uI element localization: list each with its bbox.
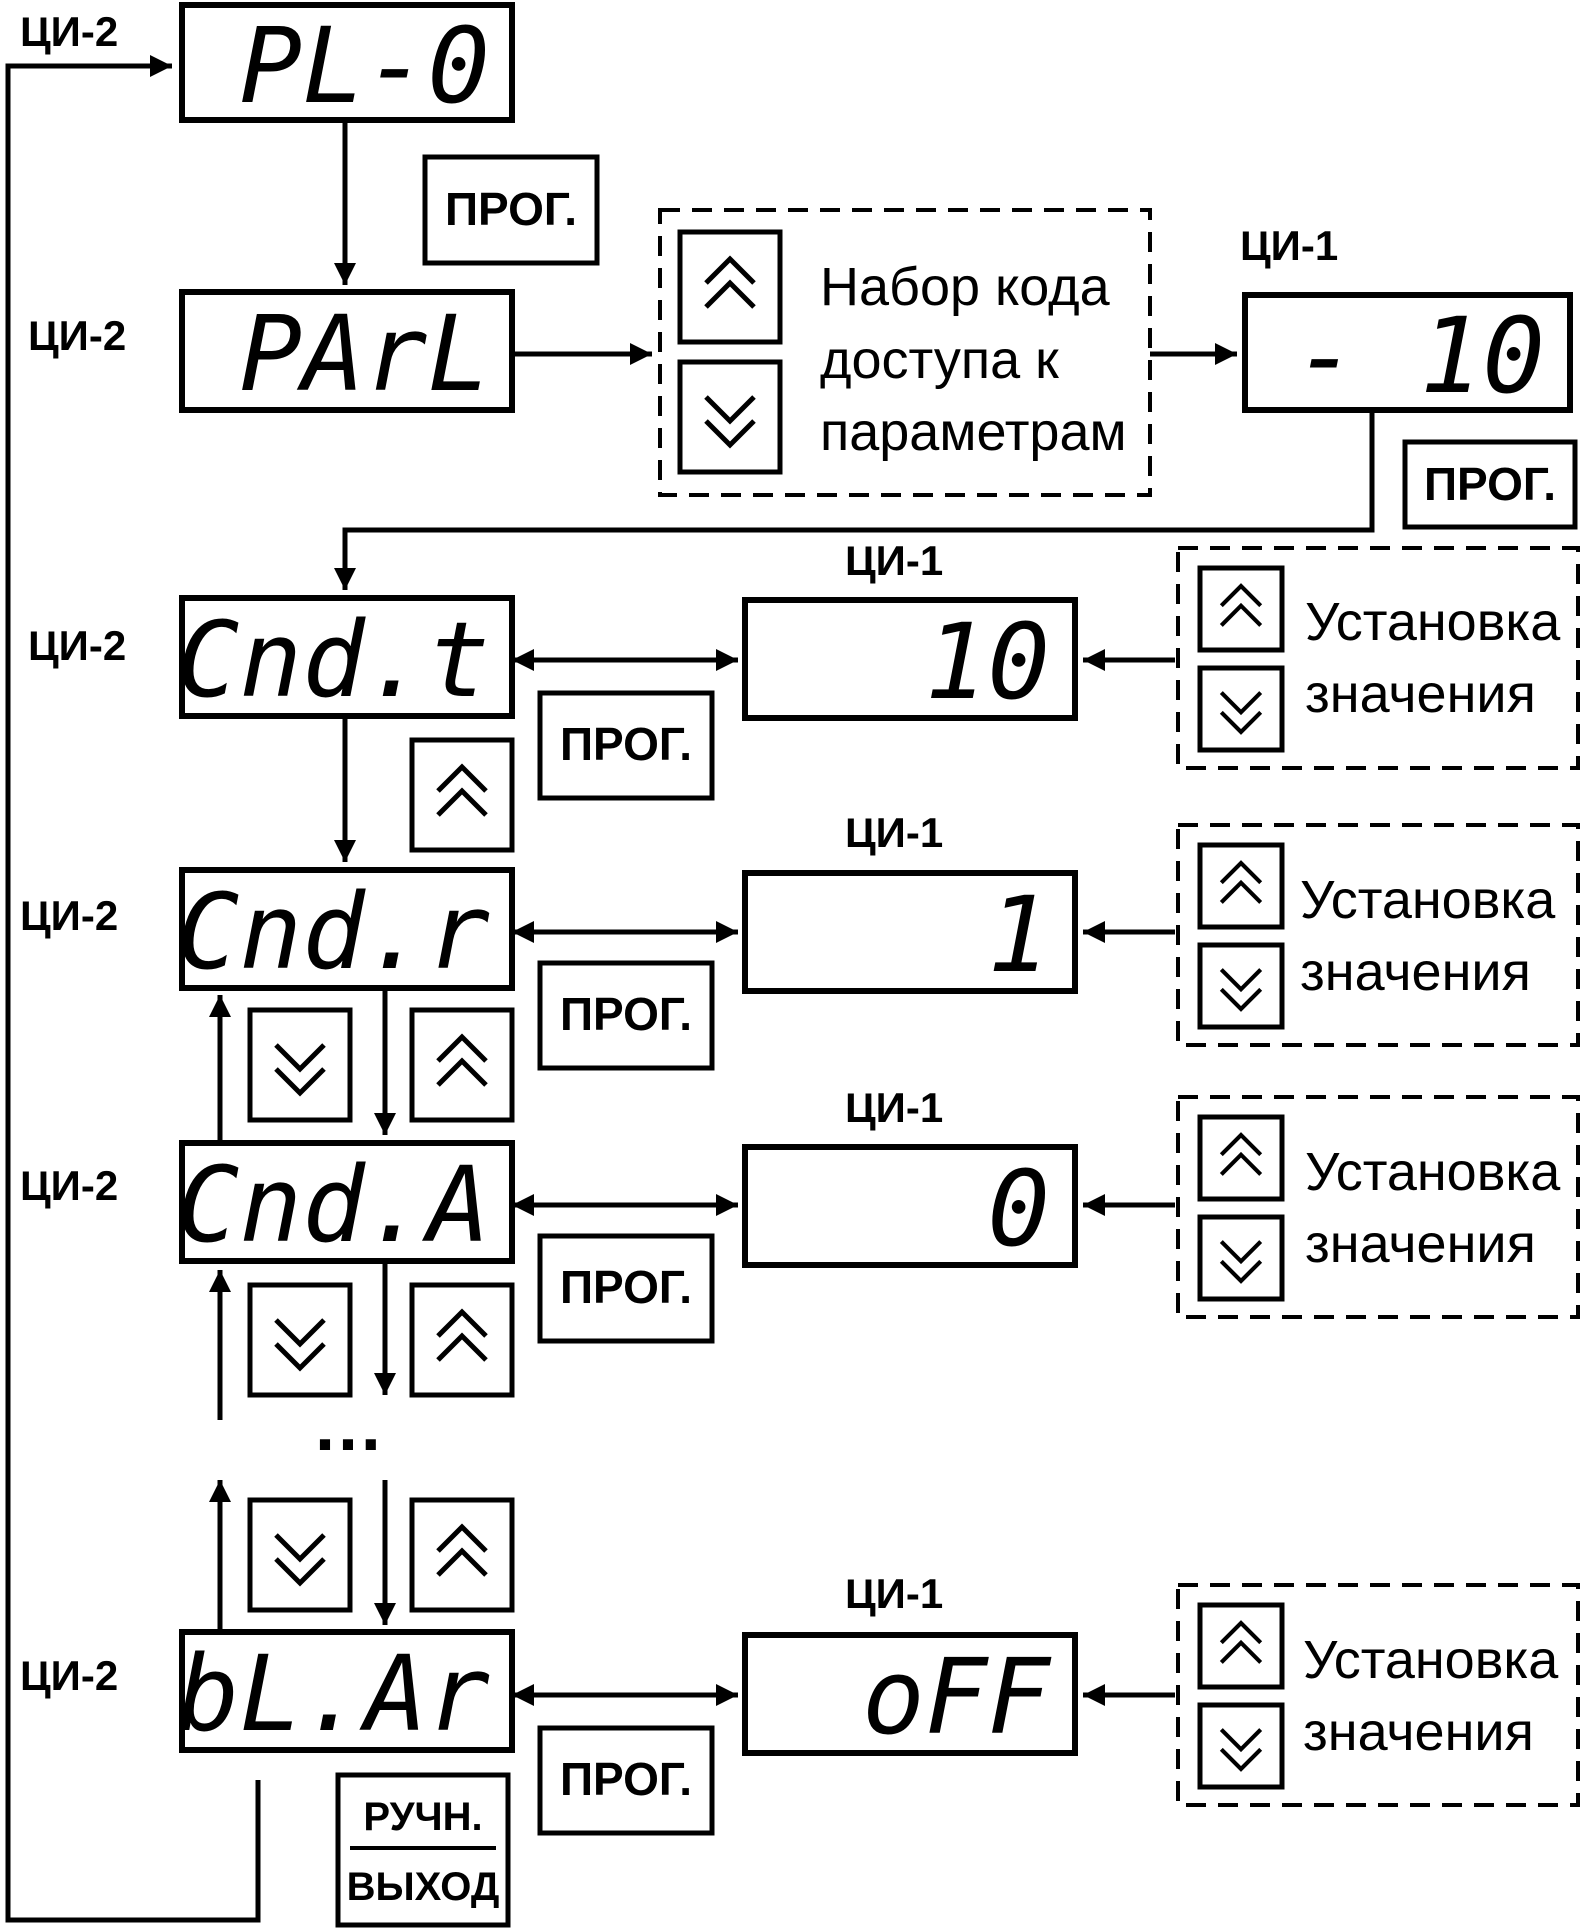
down-button[interactable] [247,1007,353,1123]
display-text-pl0: PL-0 [240,5,490,127]
double-chevron-down-icon [1221,1730,1260,1769]
up-button[interactable] [677,229,783,345]
prog-button-label: ПРОГ. [560,1261,692,1313]
prog-button-label: ПРОГ. [560,718,692,770]
ci1-display-cnda-value [742,1144,1078,1268]
flow-arrow [334,410,1375,590]
access-code-text-line3: параметрам [820,402,1127,462]
ci2-label: ЦИ-2 [20,1162,118,1209]
double-chevron-up-icon [1221,586,1260,625]
down-button[interactable] [247,1497,353,1613]
prog-button[interactable]: ПРОГ. [537,1725,715,1836]
ci1-label: ЦИ-1 [845,1570,943,1617]
down-button[interactable] [1197,1702,1285,1790]
display-text-blar-value: oFF [862,1636,1052,1758]
down-button[interactable] [1197,665,1285,753]
up-button[interactable] [409,1007,515,1123]
ci1-display-blar-value [742,1632,1078,1756]
ci1-label: ЦИ-1 [845,1084,943,1131]
ci2-display-parl [179,289,515,413]
display-text-cndr: Cnd.r [177,871,490,993]
display-text-cnda-value: 0 [987,1148,1050,1270]
up-button[interactable] [1197,1602,1285,1690]
ci2-label: ЦИ-2 [20,8,118,55]
prog-button[interactable]: ПРОГ. [537,690,715,801]
down-button[interactable] [1197,1214,1285,1302]
manual-label: РУЧН. [363,1795,482,1839]
display-text-cndr-value: 1 [987,874,1050,996]
up-button[interactable] [1197,565,1285,653]
prog-button[interactable]: ПРОГ. [422,154,600,266]
set-value-text-line2: значения [1303,1702,1534,1762]
access-code-text-line2: доступа к [820,330,1059,390]
ci1-label: ЦИ-1 [1240,222,1338,269]
access-code-text-line1: Набор кода [820,257,1111,317]
ci2-label: ЦИ-2 [20,1652,118,1699]
set-value-text-line1: Установка [1305,1142,1561,1202]
double-chevron-down-icon [1221,970,1260,1009]
set-value-text-line2: значения [1300,942,1531,1002]
double-chevron-down-icon [1221,693,1260,732]
ci1-display-cndr-value [742,870,1078,994]
prog-button[interactable]: ПРОГ. [537,1233,715,1344]
set-value-panel [1176,1583,1580,1807]
down-button[interactable] [247,1282,353,1398]
prog-button[interactable]: ПРОГ. [1402,439,1578,530]
ci1-display-code [1242,292,1573,413]
display-text-cndt-value: 10 [925,601,1050,723]
down-button[interactable] [1197,942,1285,1030]
double-chevron-up-icon [706,259,754,307]
up-button[interactable] [409,737,515,853]
set-value-text-line1: Установка [1300,870,1556,930]
double-chevron-down-icon [706,397,754,445]
double-chevron-down-icon [1221,1242,1260,1281]
up-button[interactable] [409,1282,515,1398]
down-button[interactable] [677,359,783,475]
prog-button[interactable]: ПРОГ. [537,960,715,1071]
double-chevron-down-icon [276,1320,324,1368]
ci1-display-cndt-value [742,597,1078,721]
display-text-parl: PArL [240,293,490,415]
double-chevron-down-icon [276,1045,324,1093]
display-text-cndt: Cnd.t [177,599,490,721]
double-chevron-up-icon [1221,863,1260,902]
prog-button-label: ПРОГ. [560,1753,692,1805]
ci2-label: ЦИ-2 [28,622,126,669]
double-chevron-up-icon [438,1527,486,1575]
up-button[interactable] [1197,1114,1285,1202]
set-value-text-line2: значения [1305,664,1536,724]
exit-label: ВЫХОД [347,1865,500,1909]
ci2-label: ЦИ-2 [28,312,126,359]
set-value-panel [1176,546,1580,770]
double-chevron-up-icon [438,1037,486,1085]
double-chevron-up-icon [438,1312,486,1360]
display-text-cnda: Cnd.A [177,1144,490,1266]
double-chevron-down-icon [276,1535,324,1583]
double-chevron-up-icon [1221,1135,1260,1174]
prog-button-label: ПРОГ. [1424,458,1556,510]
manual-exit-button[interactable]: РУЧН. ВЫХОД [335,1772,511,1928]
double-chevron-up-icon [438,767,486,815]
set-value-panel [1176,1095,1580,1319]
set-value-text-line1: Установка [1303,1630,1559,1690]
up-button[interactable] [409,1497,515,1613]
prog-button-label: ПРОГ. [560,988,692,1040]
return-loop-arrow [5,55,261,1923]
ci1-label: ЦИ-1 [845,809,943,856]
ci1-label: ЦИ-1 [845,537,943,584]
up-button[interactable] [1197,842,1285,930]
ci2-label: ЦИ-2 [20,892,118,939]
display-text-blar: bL.Ar [177,1633,490,1755]
set-value-panel [1176,823,1580,1047]
prog-button-label: ПРОГ. [445,183,577,235]
ellipsis: … [312,1386,384,1466]
set-value-text-line1: Установка [1305,592,1561,652]
set-value-text-line2: значения [1305,1214,1536,1274]
double-chevron-up-icon [1221,1623,1260,1662]
display-text-code: - 10 [1295,295,1545,417]
